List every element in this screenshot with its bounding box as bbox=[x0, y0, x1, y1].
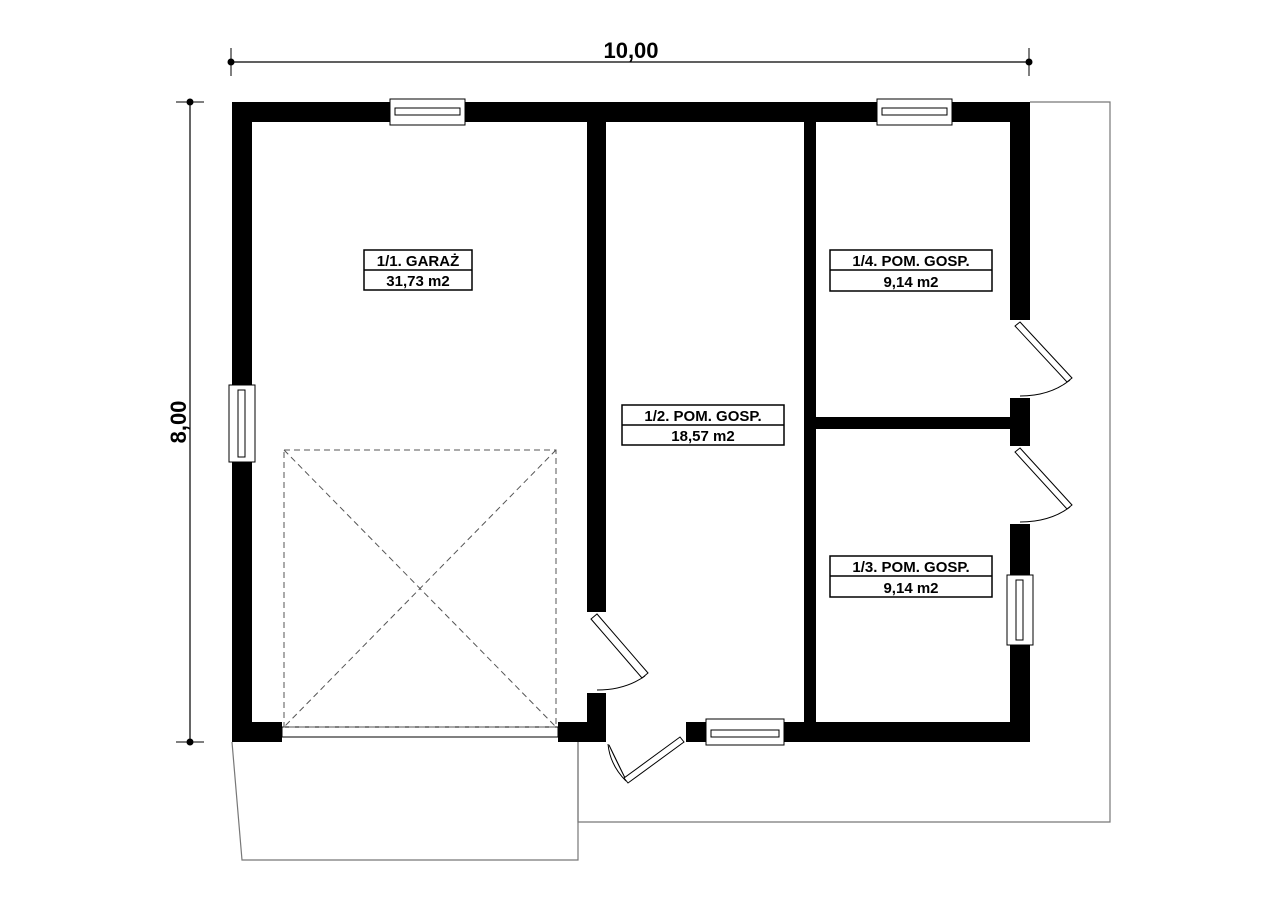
windows bbox=[228, 98, 1034, 746]
room-label-garage: 1/1. GARAŻ 31,73 m2 bbox=[363, 249, 473, 291]
terrace-outline bbox=[231, 101, 1111, 861]
room-name: 1/3. POM. GOSP. bbox=[852, 559, 969, 576]
room-area: 18,57 m2 bbox=[671, 428, 734, 445]
doors bbox=[590, 321, 1073, 784]
dimension-height: 8,00 bbox=[166, 98, 204, 746]
room-name: 1/4. POM. GOSP. bbox=[852, 253, 969, 270]
room-label-1-2: 1/2. POM. GOSP. 18,57 m2 bbox=[621, 404, 785, 446]
room-name: 1/1. GARAŻ bbox=[377, 253, 460, 270]
room-area: 31,73 m2 bbox=[386, 273, 449, 290]
room-label-1-4: 1/4. POM. GOSP. 9,14 m2 bbox=[829, 249, 993, 292]
room-area: 9,14 m2 bbox=[883, 274, 938, 291]
height-label: 8,00 bbox=[166, 401, 191, 444]
garage-door bbox=[281, 449, 559, 738]
room-area: 9,14 m2 bbox=[883, 580, 938, 597]
room-name: 1/2. POM. GOSP. bbox=[644, 408, 761, 425]
room-label-1-3: 1/3. POM. GOSP. 9,14 m2 bbox=[829, 555, 993, 598]
dimension-width: 10,00 bbox=[227, 38, 1033, 76]
width-label: 10,00 bbox=[603, 38, 658, 63]
